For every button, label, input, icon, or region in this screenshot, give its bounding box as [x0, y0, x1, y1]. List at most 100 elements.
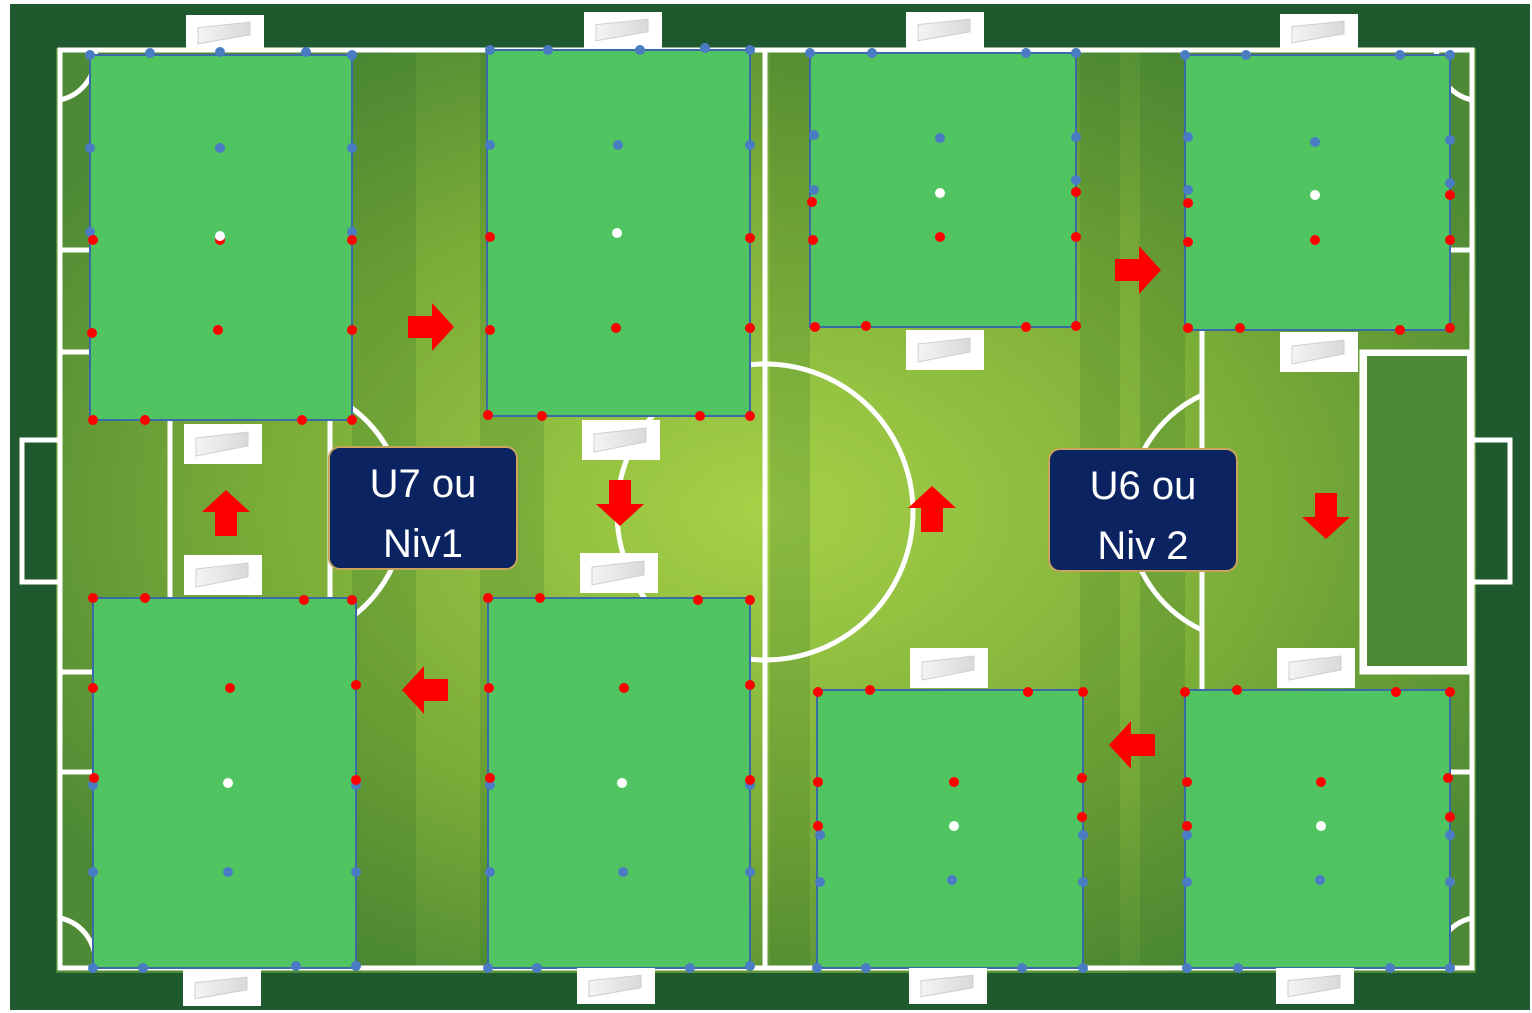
player-marker	[347, 50, 357, 60]
ball-marker	[1310, 190, 1320, 200]
player-marker	[619, 683, 629, 693]
player-marker	[1315, 875, 1325, 885]
player-marker	[1395, 50, 1405, 60]
player-marker	[745, 595, 755, 605]
player-marker	[745, 411, 755, 421]
goal-icon	[580, 553, 658, 593]
player-marker	[1445, 50, 1455, 60]
player-marker	[351, 867, 361, 877]
goal-net	[588, 974, 642, 998]
player-marker	[1385, 963, 1395, 973]
player-marker	[483, 593, 493, 603]
player-marker	[815, 830, 825, 840]
player-marker	[1071, 48, 1081, 58]
rotation-arrows	[202, 246, 1350, 769]
player-marker	[635, 45, 645, 55]
player-marker	[745, 45, 755, 55]
arrow-icon	[1115, 246, 1161, 294]
player-marker	[485, 45, 495, 55]
arrow-icon	[596, 480, 644, 526]
player-marker	[861, 963, 871, 973]
player-marker	[1310, 137, 1320, 147]
ball-marker	[612, 228, 622, 238]
goal-net	[593, 427, 647, 453]
player-marker	[291, 961, 301, 971]
ball-marker	[617, 778, 627, 788]
player-marker	[695, 411, 705, 421]
player-marker	[347, 227, 357, 237]
player-marker	[213, 325, 223, 335]
player-marker	[88, 963, 98, 973]
player-marker	[1078, 963, 1088, 973]
player-marker	[85, 227, 95, 237]
player-marker	[1180, 50, 1190, 60]
player-marker	[351, 775, 361, 785]
grass-stripe	[770, 52, 810, 966]
player-marker	[745, 961, 755, 971]
player-marker	[745, 867, 755, 877]
player-marker	[347, 143, 357, 153]
player-marker	[745, 775, 755, 785]
player-marker	[1235, 323, 1245, 333]
player-marker	[861, 321, 871, 331]
player-marker	[1180, 687, 1190, 697]
player-marker	[1316, 777, 1326, 787]
player-marker	[535, 593, 545, 603]
player-marker	[223, 867, 233, 877]
player-marker	[700, 43, 710, 53]
player-marker	[88, 867, 98, 877]
player-marker	[484, 683, 494, 693]
goal-icon	[1276, 968, 1354, 1004]
player-marker	[1445, 877, 1455, 887]
player-marker	[1023, 687, 1033, 697]
player-marker	[1395, 325, 1405, 335]
player-marker	[85, 50, 95, 60]
player-marker	[485, 867, 495, 877]
player-marker	[297, 415, 307, 425]
player-marker	[1183, 237, 1193, 247]
goal-icon	[184, 424, 262, 464]
goal-net	[920, 974, 974, 998]
arrow-icon	[402, 666, 448, 714]
group-label-u6-line2: Niv 2	[1097, 524, 1189, 568]
player-marker	[867, 48, 877, 58]
player-marker	[745, 680, 755, 690]
player-marker	[485, 773, 495, 783]
player-marker	[949, 777, 959, 787]
ball-marker	[215, 231, 225, 241]
player-marker	[1391, 687, 1401, 697]
player-marker	[1445, 135, 1455, 145]
player-marker	[1077, 812, 1087, 822]
player-marker	[935, 232, 945, 242]
player-marker	[1078, 830, 1088, 840]
player-marker	[1310, 235, 1320, 245]
player-marker	[812, 963, 822, 973]
player-marker	[809, 130, 819, 140]
player-marker	[1071, 187, 1081, 197]
goal-icon	[1277, 648, 1355, 688]
player-marker	[1182, 877, 1192, 887]
group-label-u6-line1: U6 ou	[1089, 464, 1197, 508]
arrow-icon	[202, 490, 250, 536]
player-marker	[1445, 235, 1455, 245]
player-marker	[745, 323, 755, 333]
goal-net	[195, 431, 249, 457]
player-marker	[140, 593, 150, 603]
player-marker	[88, 415, 98, 425]
player-marker	[89, 773, 99, 783]
ball-marker	[223, 778, 233, 788]
player-marker	[808, 235, 818, 245]
player-marker	[1443, 773, 1453, 783]
player-marker	[807, 197, 817, 207]
goal-net	[595, 18, 649, 42]
player-marker	[485, 780, 495, 790]
player-marker	[1445, 830, 1455, 840]
player-marker	[347, 325, 357, 335]
player-marker	[1241, 50, 1251, 60]
player-marker	[483, 963, 493, 973]
player-marker	[810, 322, 820, 332]
player-marker	[85, 143, 95, 153]
goal-net	[1288, 655, 1342, 681]
